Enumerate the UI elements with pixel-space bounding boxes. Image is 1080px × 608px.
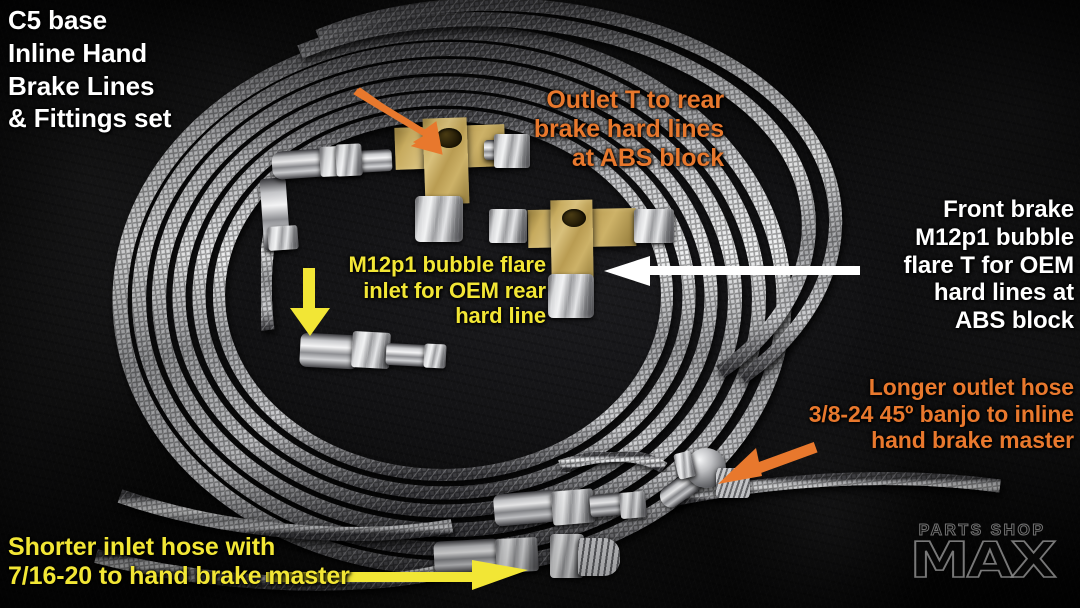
parts-shop-max-watermark: PARTS SHOP MAX <box>898 522 1066 600</box>
arrow-longer-outlet-hose <box>718 442 818 484</box>
annotation-m12p1-rear-inlet: M12p1 bubble flare inlet for OEM rear ha… <box>348 252 547 329</box>
watermark-top-line: PARTS SHOP <box>918 522 1046 540</box>
annotation-longer-outlet-hose: Longer outlet hose 3/8-24 45º banjo to i… <box>808 374 1074 454</box>
annotation-outlet-t-rear: Outlet T to rear brake hard lines at ABS… <box>533 86 724 172</box>
arrow-outlet-t-rear <box>353 87 443 155</box>
product-title: C5 base Inline Hand Brake Lines & Fittin… <box>8 5 172 134</box>
annotation-front-brake-t: Front brake M12p1 bubble flare T for OEM… <box>903 196 1074 335</box>
watermark-main-line: MAX <box>909 532 1058 589</box>
annotation-shorter-inlet-hose: Shorter inlet hose with 7/16-20 to hand … <box>8 533 350 590</box>
arrow-front-brake-t <box>604 256 860 286</box>
arrow-m12p1-rear-inlet <box>290 268 330 336</box>
arrow-shorter-inlet-hose <box>266 560 528 590</box>
